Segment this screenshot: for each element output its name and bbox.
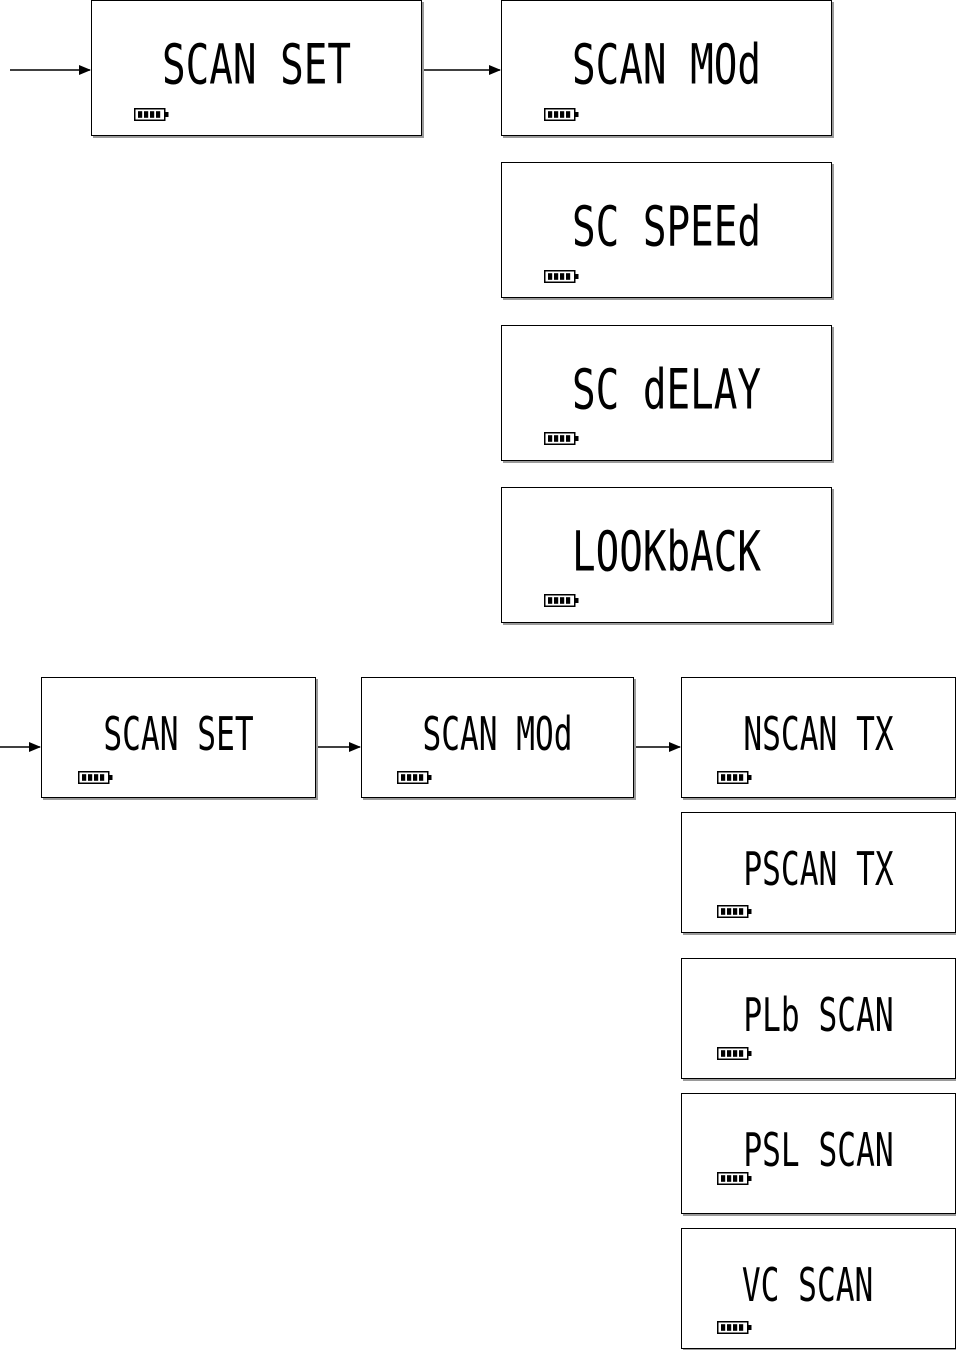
lcd-text: SC dELAY <box>532 362 801 417</box>
lcd-panel: LOOKbACK <box>501 487 832 623</box>
lcd-text: SCAN MOd <box>392 712 603 758</box>
lcd-panel: PSL SCAN <box>681 1093 956 1214</box>
lcd-panel: SC SPEEd <box>501 162 832 298</box>
lcd-text: SCAN MOd <box>532 37 801 92</box>
battery-full-icon <box>78 771 114 784</box>
battery-full-icon <box>717 1172 753 1185</box>
lcd-text: NSCAN TX <box>712 712 925 758</box>
battery-full-icon <box>544 108 580 121</box>
lcd-panel: SC dELAY <box>501 325 832 461</box>
lcd-text: PLb SCAN <box>712 993 925 1039</box>
lcd-text: SC SPEEd <box>532 199 801 254</box>
lcd-panel: VC SCAN <box>681 1228 956 1349</box>
lcd-panel: NSCAN TX <box>681 677 956 798</box>
battery-full-icon <box>717 1047 753 1060</box>
battery-full-icon <box>717 1321 753 1334</box>
lcd-text: VC SCAN <box>712 1263 925 1309</box>
battery-full-icon <box>544 432 580 445</box>
lcd-text: SCAN SET <box>122 37 391 92</box>
battery-full-icon <box>134 108 170 121</box>
lcd-panel: SCAN SET <box>41 677 316 798</box>
lcd-panel: SCAN MOd <box>361 677 634 798</box>
lcd-text: PSL SCAN <box>712 1128 925 1174</box>
lcd-text: LOOKbACK <box>532 524 801 579</box>
battery-full-icon <box>717 771 753 784</box>
lcd-text: PSCAN TX <box>712 847 925 893</box>
lcd-text: SCAN SET <box>72 712 285 758</box>
lcd-panel: PLb SCAN <box>681 958 956 1079</box>
lcd-panel: SCAN MOd <box>501 0 832 136</box>
battery-full-icon <box>717 905 753 918</box>
battery-full-icon <box>397 771 433 784</box>
battery-full-icon <box>544 594 580 607</box>
lcd-panel: SCAN SET <box>91 0 422 136</box>
lcd-panel: PSCAN TX <box>681 812 956 933</box>
battery-full-icon <box>544 270 580 283</box>
